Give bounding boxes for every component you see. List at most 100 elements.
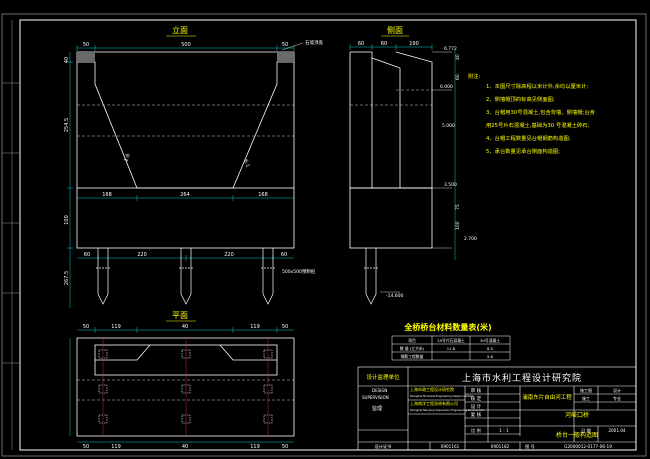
front-slope-left: 1:6 (123, 153, 131, 163)
front-height-3: 100 (64, 215, 70, 225)
plan-top-dim-2: 119 (111, 324, 121, 330)
note-1: 1、本图尺寸除高程以米计外,余均以厘米计; (486, 82, 588, 90)
front-pile-note: 500x500预制桩 (282, 268, 316, 275)
note-2: 2、侧墙帽顶的标高见侧面图; (486, 95, 555, 103)
front-view-title: 立面 (172, 25, 188, 35)
side-dimensions (349, 44, 456, 260)
front-top-tag: 石墙顶盖 (305, 39, 323, 46)
side-elev-1: 6.772 (444, 46, 457, 52)
phase-label-1: 施工图 (580, 387, 592, 393)
front-mid-dim-left: 168 (102, 192, 112, 198)
front-slope-right: 6:1 (242, 159, 250, 169)
company1-en: Shanghai Municipal Engineering Design In… (410, 394, 473, 398)
front-pile-dim-4: 60 (281, 252, 287, 258)
side-right-dim-4: 100 (455, 221, 461, 230)
drawing-name-2: 桥台一般构造图 (556, 431, 598, 439)
plan-top-dim-5: 50 (282, 324, 288, 330)
file-value-2: 0901182 (491, 444, 510, 449)
front-pile-dim-2: 220 (137, 252, 147, 258)
phase-label-3: 施工 (582, 395, 590, 401)
supervision-label: 设计监理单位 (366, 373, 400, 381)
plan-top-dim-3: 40 (182, 324, 188, 330)
design-label: DESIGN (372, 388, 387, 393)
front-height-1: 40 (64, 57, 70, 63)
side-top-dim-3: 190 (409, 41, 419, 47)
front-pile-dim-1: 60 (84, 252, 90, 258)
plan-view-title: 平面 (172, 311, 188, 320)
plan-bottom-dim-4: 119 (250, 444, 260, 450)
sign-row-3: 设 计 (471, 403, 482, 410)
quantity-table-grid (391, 335, 511, 361)
side-elev-3: 5.000 (442, 123, 455, 129)
sign-row-1: 审 核 (471, 387, 482, 394)
file-value-1: 0901161 (441, 444, 460, 449)
qt-row2-c3: 5.8 (487, 354, 494, 359)
sheet-inner-border (19, 19, 637, 451)
plan-body (76, 337, 295, 437)
front-top-dim-left: 50 (83, 42, 89, 48)
sheet-outer-border (1, 13, 647, 457)
note-6: 5、承台数量见承台侧面构造图; (486, 147, 560, 155)
qt-row1-c1: 数 量 (立方米) (400, 346, 425, 351)
front-top-dim-right: 50 (282, 42, 288, 48)
front-mid-dim-mid: 264 (180, 192, 190, 198)
side-right-dim-1: 40 (455, 54, 461, 60)
note-3: 3、台帽用30号混凝土,包含背墙、侧墙帽;台身 (486, 108, 595, 116)
plan-top-dim-4: 119 (250, 324, 260, 330)
front-cap-hatch-left (77, 52, 95, 62)
qt-header-2: 25号片石混凝土 (437, 338, 465, 343)
side-elev-6: -14.600 (386, 293, 404, 299)
side-elev-4: 3.500 (444, 182, 457, 188)
binding-strip (2, 20, 20, 450)
side-elev-5: 2.700 (464, 236, 477, 242)
date-value: 2001.04 (608, 428, 626, 433)
drawing-no-label: 图 号 (525, 444, 535, 450)
front-piles (96, 248, 275, 305)
front-abutment-body (76, 51, 295, 249)
qt-row1-c3: 8.5 (487, 346, 494, 351)
sign-row-2: 核 定 (471, 395, 482, 402)
side-top-dim-1: 60 (358, 41, 364, 47)
front-top-tag-leader (281, 42, 304, 51)
front-cap-hatch-right (277, 52, 294, 62)
qt-row1-c2: 11.8 (447, 346, 456, 351)
scale-label: 比 例 (471, 427, 481, 434)
side-right-dim-2: 60 (455, 74, 461, 80)
side-elev-2: 6.000 (440, 84, 453, 90)
qt-header-1: 项目 (408, 338, 416, 343)
side-elevation-marks (380, 51, 452, 293)
front-dashed-lines (77, 104, 294, 137)
plan-bottom-dim-3: 40 (182, 444, 188, 450)
sign-row-4: 复 核 (471, 411, 482, 418)
plan-top-dim-1: 50 (83, 324, 89, 330)
plan-bottom-dim-2: 119 (111, 444, 121, 450)
title-block-grid (357, 366, 637, 451)
company2-cn: 上海南洋工程咨询有限公司 (410, 400, 458, 406)
front-height-2: 254.5 (64, 118, 70, 132)
side-piles (364, 248, 378, 305)
scale-value: 1 : 1 (499, 428, 509, 433)
front-height-4: 267.5 (64, 271, 70, 285)
institute-name: 上海市水利工程设计研究院 (462, 372, 582, 384)
front-dimensions (67, 45, 295, 308)
phase-label-4: 专业 (613, 395, 621, 401)
side-view-title: 侧面 (387, 25, 403, 35)
note-5: 4、台帽工程数量见台帽钢筋构造图; (486, 134, 571, 142)
qt-header-3: 30号混凝土 (480, 338, 500, 343)
plan-dimensions (69, 327, 294, 443)
notes-heading: 附注: (468, 72, 481, 80)
quantity-table-title: 全桥桥台材料数量表(米) (403, 322, 491, 332)
plan-bottom-dim-1: 50 (83, 444, 89, 450)
file-label: 设计证书 (375, 443, 392, 450)
plan-pile-markers (98, 349, 273, 424)
cert-label: 监理 (372, 405, 382, 412)
note-4: 用25号片石混凝土,基础为30 号混凝土砖石; (486, 121, 590, 129)
plan-centerlines (102, 338, 269, 436)
front-pile-dim-3: 220 (224, 252, 234, 258)
company2-en: Shanghai Nanyang Supervision Engineering… (410, 408, 485, 412)
front-mid-dim-right: 168 (258, 192, 268, 198)
plan-bottom-dim-5: 50 (282, 444, 288, 450)
company1-cn: 上海市政工程设计研究院 (410, 386, 454, 392)
supervision-en: SUPERVISION (362, 395, 389, 400)
